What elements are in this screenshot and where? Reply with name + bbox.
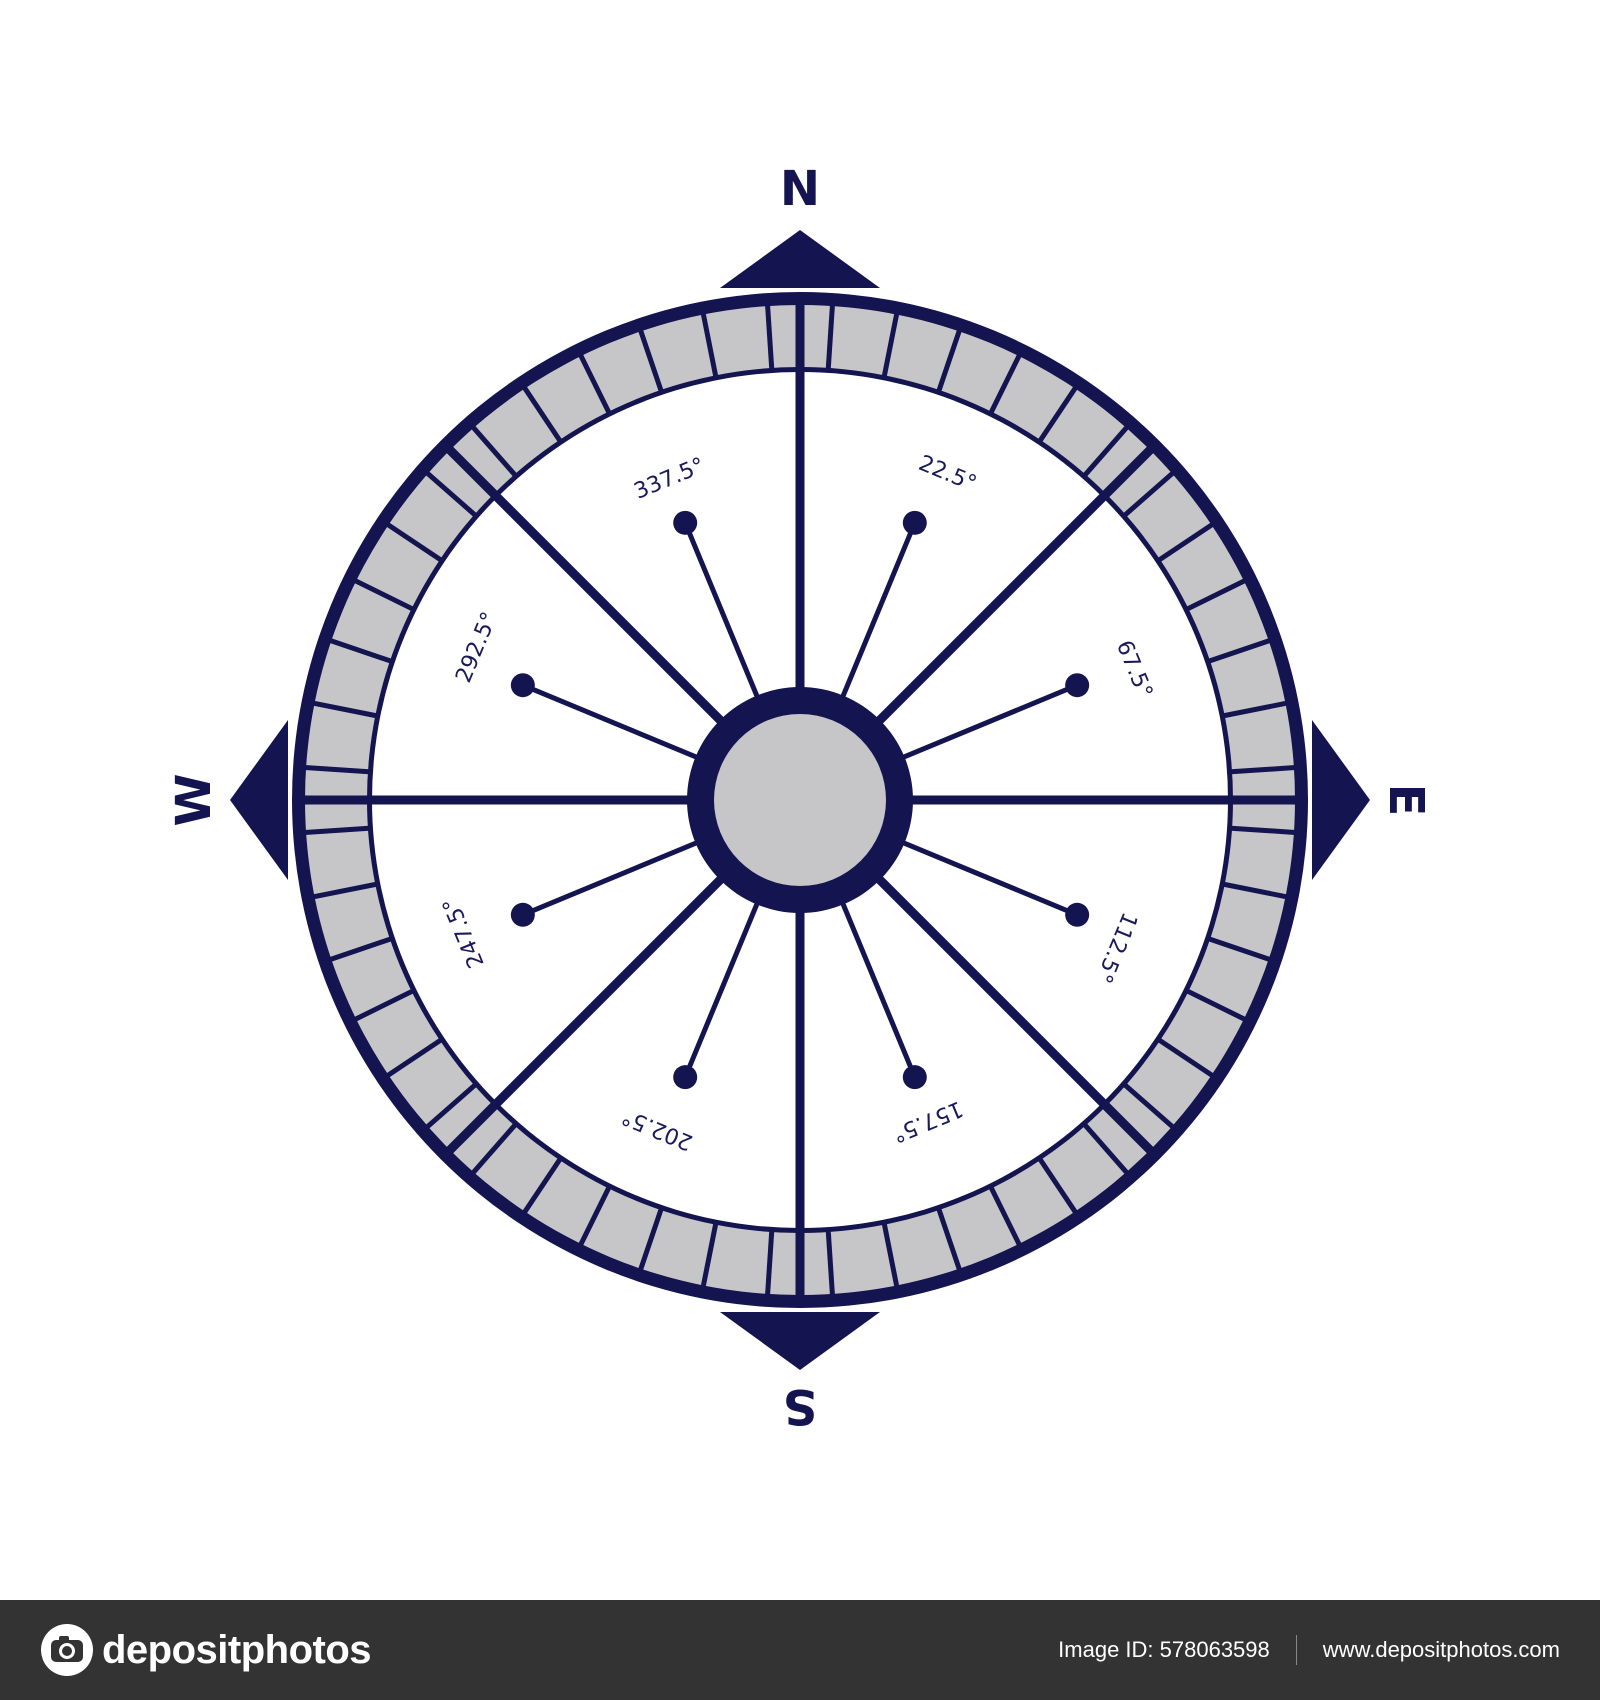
spoke-end-dot <box>902 1065 927 1090</box>
ring-tick <box>1081 1121 1131 1177</box>
camera-logo-icon <box>41 1624 93 1676</box>
ring-tick <box>1121 1081 1177 1131</box>
ring-tick <box>302 825 372 836</box>
ring-tick <box>327 935 394 963</box>
compass-diagram: 22.5° 67.5° 112.5° 157.5° 202.5° 247.5° … <box>166 161 1434 1434</box>
minor-spoke <box>682 900 761 1079</box>
ring-tick <box>311 700 379 719</box>
spoke-end-dot <box>1065 902 1090 927</box>
ring-tick <box>1228 825 1298 836</box>
ring-tick <box>825 1228 836 1298</box>
ring-tick <box>1184 987 1248 1023</box>
ring-tick <box>700 1221 719 1289</box>
west-point <box>230 720 288 880</box>
spoke-end-dot <box>510 902 535 927</box>
spoke-end-dot <box>673 510 698 535</box>
brand-name: depositphotos <box>102 1627 372 1672</box>
ring-tick <box>384 521 444 564</box>
ring-tick <box>1036 384 1079 444</box>
footer-bar: depositphotos Image ID: 578063598 www.de… <box>0 1600 1600 1700</box>
ring-tick <box>987 352 1023 416</box>
ring-tick <box>1036 1156 1079 1216</box>
main-spoke <box>874 874 1161 1161</box>
ring-tick <box>1221 700 1289 719</box>
ring-tick <box>469 1121 519 1177</box>
north-label: N <box>780 161 820 217</box>
hub-inner <box>714 714 886 886</box>
ring-tick <box>935 327 963 394</box>
ring-tick <box>327 637 394 665</box>
ring-tick <box>881 1221 900 1289</box>
ring-tick <box>1206 935 1273 963</box>
ring-tick <box>987 1184 1023 1248</box>
ring-tick <box>1184 577 1248 613</box>
minor-spoke <box>682 521 761 700</box>
minor-spoke <box>521 682 700 761</box>
ring-tick <box>521 384 564 444</box>
site-url[interactable]: www.depositphotos.com <box>1322 1637 1560 1662</box>
ring-tick <box>352 577 416 613</box>
minor-spoke <box>839 521 918 700</box>
ring-ticks <box>302 302 1298 1298</box>
west-label: W <box>166 774 222 827</box>
ring-tick <box>637 327 665 394</box>
ring-tick <box>1206 637 1273 665</box>
ring-tick <box>469 423 519 479</box>
ring-tick <box>302 764 372 775</box>
minor-spoke <box>900 839 1079 918</box>
ring-tick <box>935 1206 963 1273</box>
ring-tick <box>764 1228 775 1298</box>
minor-spoke <box>839 900 918 1079</box>
main-spoke <box>439 874 726 1161</box>
ring-tick <box>423 469 479 519</box>
spoke-end-dot <box>1065 673 1090 698</box>
footer-info: Image ID: 578063598 www.depositphotos.co… <box>1058 1600 1560 1700</box>
ring-tick <box>764 302 775 372</box>
ring-tick <box>1156 1036 1216 1079</box>
footer-divider <box>1295 1635 1297 1665</box>
south-label: S <box>783 1378 818 1434</box>
main-spoke <box>439 439 726 726</box>
ring-tick <box>1221 881 1289 900</box>
east-label: E <box>1378 784 1434 817</box>
main-spokes <box>300 300 1300 1300</box>
main-spoke <box>874 439 1161 726</box>
ring-tick <box>825 302 836 372</box>
image-id: Image ID: 578063598 <box>1058 1637 1270 1662</box>
ring-tick <box>1121 469 1177 519</box>
compass-svg: 22.5° 67.5° 112.5° 157.5° 202.5° 247.5° … <box>166 161 1434 1434</box>
ring-tick <box>1081 423 1131 479</box>
brand-logo[interactable]: depositphotos <box>40 1622 372 1678</box>
ring-tick <box>1156 521 1216 564</box>
ring-tick <box>637 1206 665 1273</box>
ring-tick <box>700 311 719 379</box>
south-point <box>720 1312 880 1370</box>
ring-tick <box>577 352 613 416</box>
spoke-end-dot <box>902 510 927 535</box>
minor-spoke <box>521 839 700 918</box>
ring-tick <box>1228 764 1298 775</box>
minor-spoke <box>900 682 1079 761</box>
ring-tick <box>423 1081 479 1131</box>
ring-tick <box>577 1184 613 1248</box>
ring-tick <box>384 1036 444 1079</box>
ring-tick <box>521 1156 564 1216</box>
spoke-end-dot <box>510 673 535 698</box>
minor-spokes <box>510 510 1090 1090</box>
spoke-end-dot <box>673 1065 698 1090</box>
north-point <box>720 230 880 288</box>
east-point <box>1312 720 1370 880</box>
ring-tick <box>311 881 379 900</box>
ring-tick <box>352 987 416 1023</box>
ring-tick <box>881 311 900 379</box>
